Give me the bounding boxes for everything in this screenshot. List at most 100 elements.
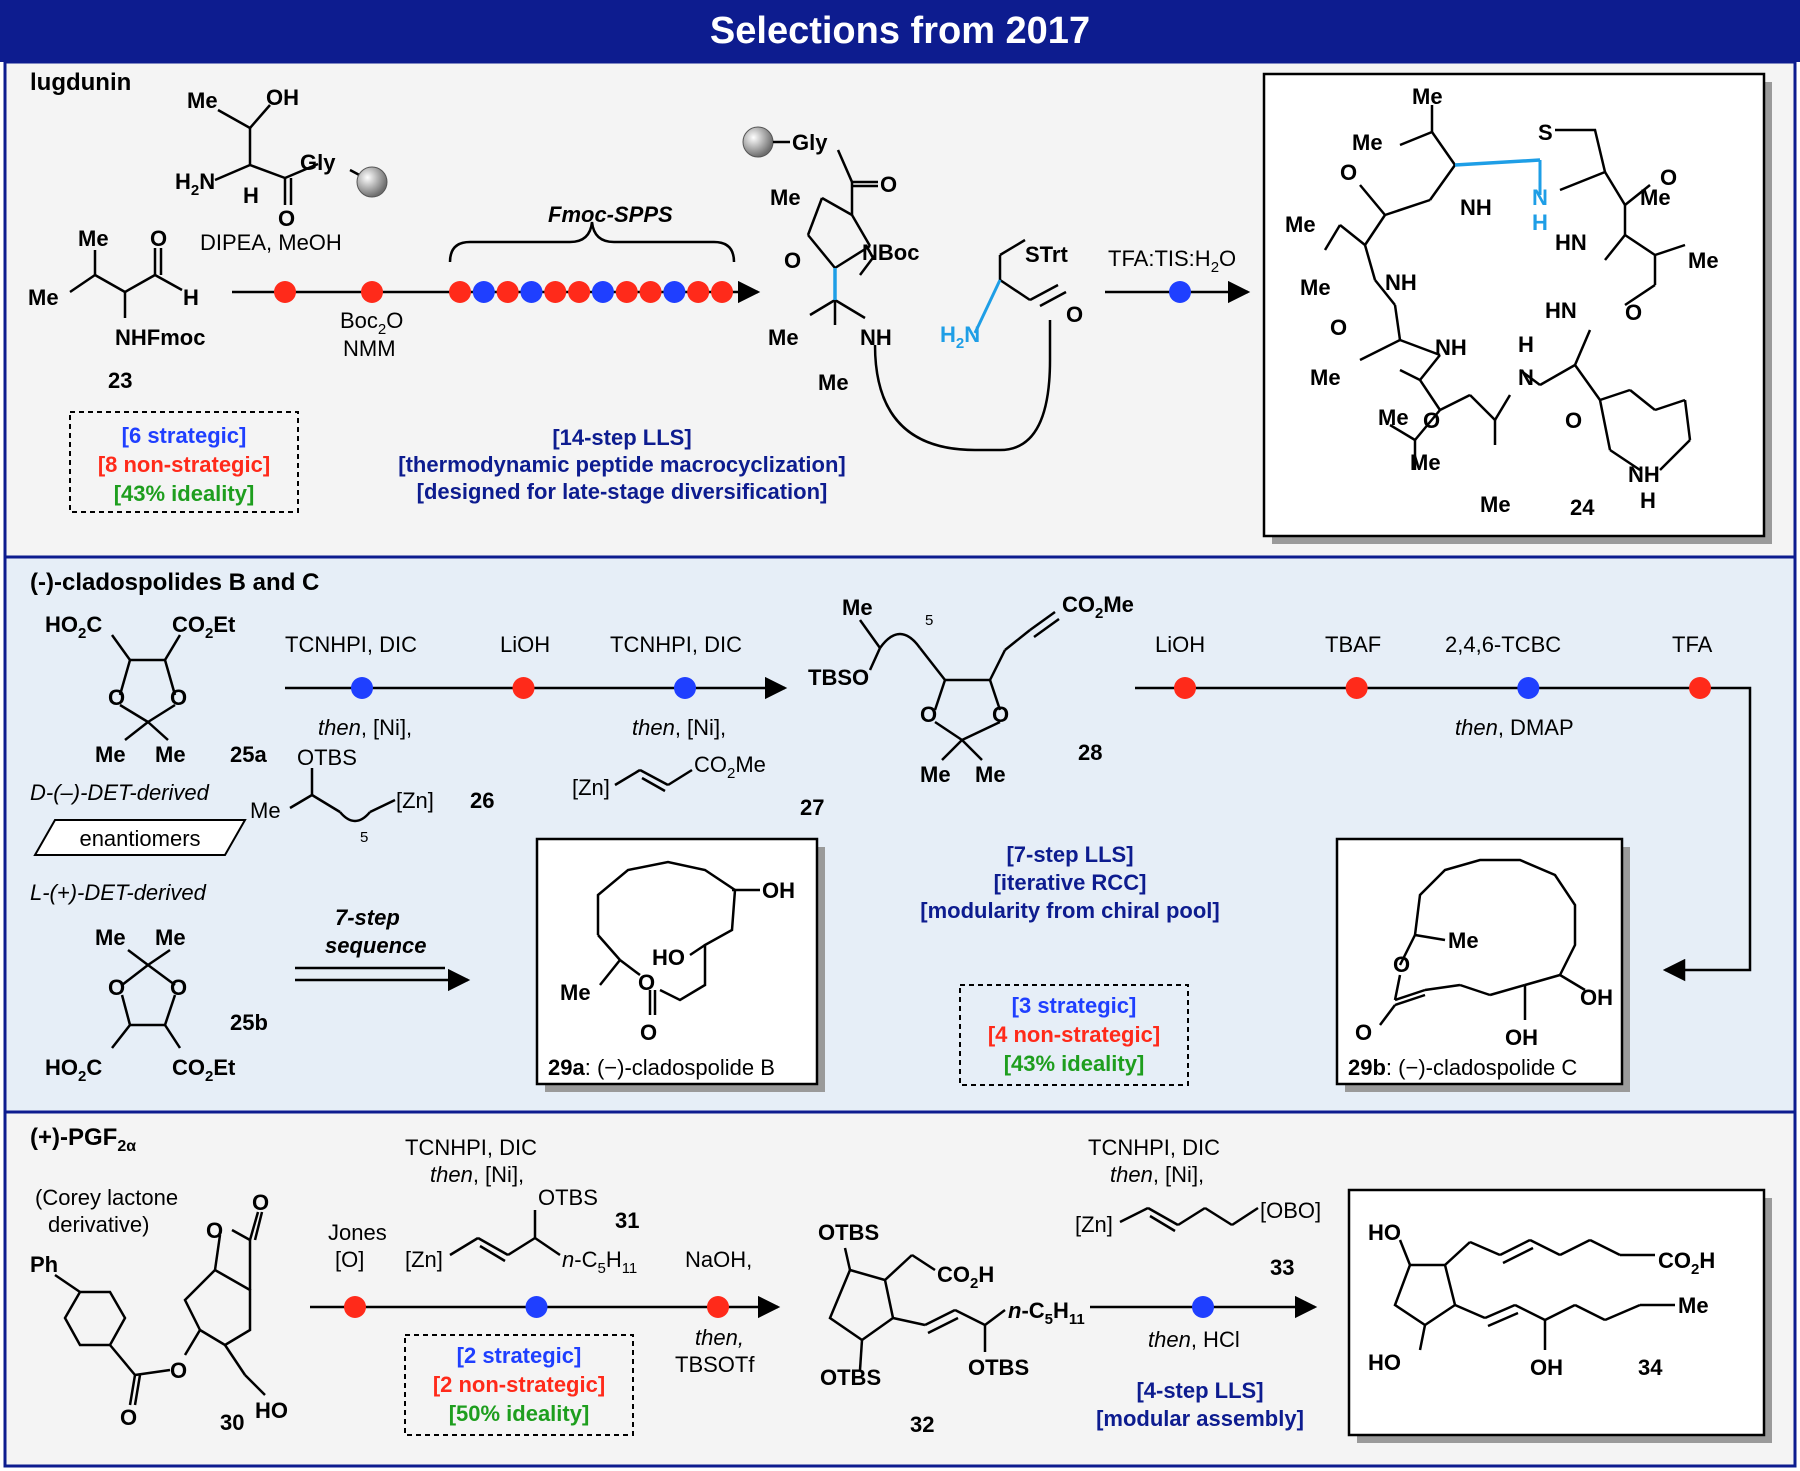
p24-nh-mid: NH (1435, 335, 1467, 360)
strategic-step-dot (674, 677, 696, 699)
lugdunin-cond-top: DIPEA, MeOH (200, 230, 342, 255)
strategic-step-dot (525, 1296, 548, 1318)
non-strategic-step-dot (512, 677, 535, 699)
linear-peptide-structure (773, 140, 1067, 452)
p24-o-left: O (1330, 315, 1347, 340)
strategic-step-dot (520, 281, 543, 303)
clad-ideality: [43% ideality] (1004, 1051, 1145, 1076)
int32-otbs-top: OTBS (818, 1220, 879, 1245)
p24-me-right2: Me (1688, 248, 1719, 273)
non-strategic-step-dot (639, 281, 662, 303)
lugdunin-summary-2: [thermodynamic peptide macrocyclization] (398, 452, 845, 477)
int-me: Me (770, 185, 801, 210)
non-strategic-step-dot (1689, 677, 1711, 699)
clad-step6: 2,4,6-TCBC (1445, 632, 1561, 657)
p34-me: Me (1678, 1293, 1709, 1318)
lugdunin-cond-boc: Boc2O (340, 308, 403, 338)
sm30-ph: Ph (30, 1252, 58, 1277)
int28-label: 28 (1078, 740, 1102, 765)
sm25b-label: 25b (230, 1010, 268, 1035)
sm23-h: H (183, 285, 199, 310)
int32-otbs-bottom: OTBS (820, 1365, 881, 1390)
sm30-o-ester: O (170, 1358, 187, 1383)
p24-h-mid: H (1518, 332, 1534, 357)
product-34-box (1347, 1188, 1766, 1437)
pgf-step1: Jones (328, 1220, 387, 1245)
p29a-me: Me (560, 980, 591, 1005)
int28-o-left: O (920, 702, 937, 727)
int28-me1: Me (920, 762, 951, 787)
p24-nh-left: NH (1385, 270, 1417, 295)
p29b-me: Me (1448, 928, 1479, 953)
clad-summary-3: [modularity from chiral pool] (920, 898, 1219, 923)
cladospolide-c-structure (1379, 858, 1586, 1026)
lugdunin-final-dot (1169, 281, 1191, 303)
corey-line-2: derivative) (48, 1212, 149, 1237)
sm25b-o-left: O (108, 975, 125, 1000)
pgf2a-structure (1393, 1238, 1675, 1351)
p24-me-right1: Me (1640, 185, 1671, 210)
pgf-non-strategic: [2 non-strategic] (433, 1372, 605, 1397)
r26-me: Me (250, 798, 281, 823)
strategic-step-dot (1192, 1296, 1214, 1318)
sm23-me-left: Me (28, 285, 59, 310)
r26-sub: 5 (360, 829, 368, 846)
p29b-oh-right: OH (1580, 985, 1613, 1010)
sm30-label: 30 (220, 1410, 244, 1435)
page-title: Selections from 2017 (709, 9, 1091, 52)
non-strategic-step-dot (361, 281, 383, 303)
reagent-33-structure (1119, 1206, 1259, 1233)
strategic-step-dot (663, 281, 686, 303)
int-nboc: NBoc (862, 240, 919, 265)
pgf-step4a: TCNHPI, DIC (1088, 1135, 1220, 1160)
clad-then-ni-1: then, [Ni], (318, 715, 412, 740)
sm30-o-carbonyl: O (120, 1405, 137, 1430)
pgf-step3c: TBSOTf (675, 1352, 755, 1377)
product-29b-caption: 29b: (−)-cladospolide C (1348, 1055, 1577, 1080)
lugdunin-non-strategic: [8 non-strategic] (98, 452, 270, 477)
seven-step-label: 7-step (335, 905, 400, 930)
p24-hn-right2: HN (1545, 298, 1577, 323)
p24-me-left3: Me (1310, 365, 1341, 390)
pgf-step4b: then, [Ni], (1110, 1162, 1204, 1187)
int-resin-bead (742, 126, 774, 158)
non-strategic-step-dot (449, 281, 471, 303)
non-strategic-step-dot (544, 281, 567, 303)
cladospolides-heading: (-)-cladospolides B and C (30, 569, 319, 596)
non-strategic-step-dot (568, 281, 591, 303)
p24-h-indole: H (1640, 488, 1656, 513)
non-strategic-step-dot (707, 1296, 729, 1318)
int28-sub: 5 (925, 612, 933, 629)
p24-me-left1: Me (1285, 212, 1316, 237)
p24-nh-indole: NH (1628, 462, 1660, 487)
p24-s: S (1538, 120, 1553, 145)
pgf-step3b: then, (695, 1325, 744, 1350)
p29b-oh-bottom: OH (1505, 1025, 1538, 1050)
sm25a-me2: Me (155, 742, 186, 767)
int-me-bottom: Me (818, 370, 849, 395)
p24-me-bottom2: Me (1480, 492, 1511, 517)
int-o-ring: O (784, 248, 801, 273)
lugdunin-cond-final: TFA:TIS:H2O (1108, 246, 1236, 276)
p34-oh: OH (1530, 1355, 1563, 1380)
sm23-o: O (150, 226, 167, 251)
lugdunin-strategic: [6 strategic] (122, 423, 247, 448)
title-bar: Selections from 2017 (0, 0, 1800, 62)
enantiomers-label: enantiomers (79, 826, 200, 851)
reagent-27-structure (614, 768, 693, 793)
p29a-o-carbonyl: O (640, 1020, 657, 1045)
clad-left-dots (351, 677, 696, 699)
spps-label: Fmoc-SPPS (548, 202, 673, 227)
clad-step7: TFA (1672, 632, 1713, 657)
clad-step2: LiOH (500, 632, 550, 657)
pgf-final-dots (1192, 1296, 1214, 1318)
pgf-then-hcl: then, HCl (1148, 1327, 1240, 1352)
int-strt: STrt (1025, 242, 1068, 267)
sequence-label: sequence (325, 933, 427, 958)
p29b-o-ring: O (1393, 952, 1410, 977)
int32-otbs-side: OTBS (968, 1355, 1029, 1380)
non-strategic-step-dot (496, 281, 519, 303)
int-o-top: O (880, 172, 897, 197)
sm25a-o-right: O (170, 685, 187, 710)
lugdunin-step-dots (274, 281, 733, 303)
